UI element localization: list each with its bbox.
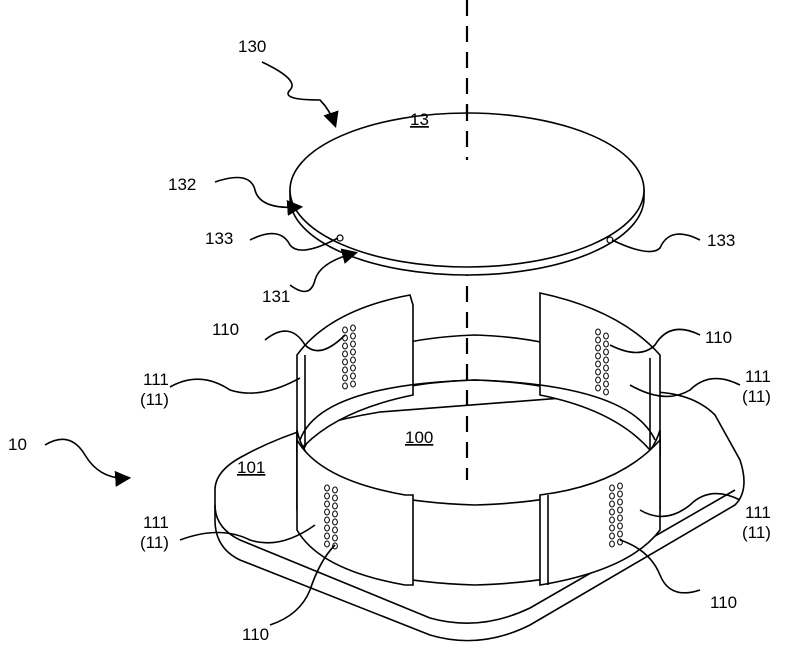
electrode-hole: [595, 376, 601, 384]
label-13: 13: [410, 110, 429, 129]
electrode-hole: [350, 340, 356, 348]
electrode-hole: [332, 534, 338, 542]
electrode-hole: [350, 324, 356, 332]
electrode-hole: [324, 524, 330, 532]
electrode-hole: [603, 372, 609, 380]
cover-disc: [289, 105, 645, 276]
electrode-hole: [342, 350, 348, 358]
electrode-hole: [350, 372, 356, 380]
electrode-hole: [595, 352, 601, 360]
electrode-hole: [595, 368, 601, 376]
electrode-hole: [342, 358, 348, 366]
electrode-hole: [609, 524, 615, 532]
electrode-hole: [350, 332, 356, 340]
label-110-tl: 110: [212, 320, 239, 339]
electrode-hole: [324, 508, 330, 516]
label-11-br: (11): [742, 523, 771, 542]
electrode-hole: [609, 532, 615, 540]
electrode-hole: [603, 388, 609, 396]
electrode-hole: [595, 384, 601, 392]
label-101: 101: [237, 458, 265, 477]
electrode-hole: [332, 542, 338, 550]
electrode-hole: [324, 532, 330, 540]
electrode-hole: [324, 484, 330, 492]
electrode-hole: [342, 366, 348, 374]
electrode-hole: [324, 540, 330, 548]
electrode-plate-front-right: [539, 437, 661, 586]
electrode-holes: [324, 324, 623, 550]
label-11-bl: (11): [140, 533, 169, 552]
electrode-hole: [595, 360, 601, 368]
electrode-hole: [609, 484, 615, 492]
electrode-hole: [609, 492, 615, 500]
electrode-hole: [350, 348, 356, 356]
label-111-br: 111: [745, 503, 771, 522]
electrode-hole: [617, 538, 623, 546]
electrode-hole: [595, 344, 601, 352]
electrode-hole: [617, 506, 623, 514]
electrode-hole: [603, 356, 609, 364]
electrode-hole: [617, 522, 623, 530]
electrode-hole: [609, 500, 615, 508]
label-11-tl: (11): [140, 390, 169, 409]
label-131: 131: [262, 287, 290, 306]
leader-lines: [44, 61, 741, 626]
label-130: 130: [238, 37, 266, 56]
electrode-hole: [350, 364, 356, 372]
label-11-tr: (11): [742, 387, 771, 406]
electrode-hole: [609, 516, 615, 524]
electrode-hole: [332, 502, 338, 510]
electrode-hole: [342, 382, 348, 390]
label-100: 100: [405, 428, 433, 447]
electrode-hole: [332, 494, 338, 502]
electrode-hole: [342, 342, 348, 350]
electrode-hole: [609, 508, 615, 516]
electrode-plate-front-left: [296, 437, 414, 586]
electrode-hole: [332, 510, 338, 518]
electrode-hole: [350, 380, 356, 388]
electrode-hole: [332, 526, 338, 534]
electrode-hole: [324, 500, 330, 508]
label-132: 132: [168, 175, 196, 194]
label-110-tr: 110: [705, 328, 732, 347]
label-111-bl: 111: [143, 513, 169, 532]
electrode-hole: [603, 340, 609, 348]
electrode-hole: [617, 498, 623, 506]
electrode-hole: [350, 356, 356, 364]
electrode-hole: [595, 328, 601, 336]
label-111-tl: 111: [143, 370, 169, 389]
electrode-hole: [603, 332, 609, 340]
electrode-hole: [342, 326, 348, 334]
electrode-hole: [617, 514, 623, 522]
label-10: 10: [8, 435, 27, 454]
electrode-hole: [595, 336, 601, 344]
label-110-bl: 110: [242, 625, 269, 644]
electrode-hole: [603, 380, 609, 388]
electrode-hole: [603, 348, 609, 356]
electrode-hole: [342, 374, 348, 382]
label-133-left: 133: [205, 229, 233, 248]
electrode-hole: [617, 530, 623, 538]
electrode-hole: [324, 492, 330, 500]
electrode-hole: [609, 540, 615, 548]
electrode-hole: [332, 518, 338, 526]
electrode-hole: [617, 490, 623, 498]
electrode-hole: [324, 516, 330, 524]
label-110-br: 110: [710, 593, 737, 612]
electrode-hole: [332, 486, 338, 494]
label-111-tr: 111: [745, 367, 771, 386]
electrode-hole: [617, 482, 623, 490]
label-133-right: 133: [707, 231, 735, 250]
electrode-hole: [603, 364, 609, 372]
